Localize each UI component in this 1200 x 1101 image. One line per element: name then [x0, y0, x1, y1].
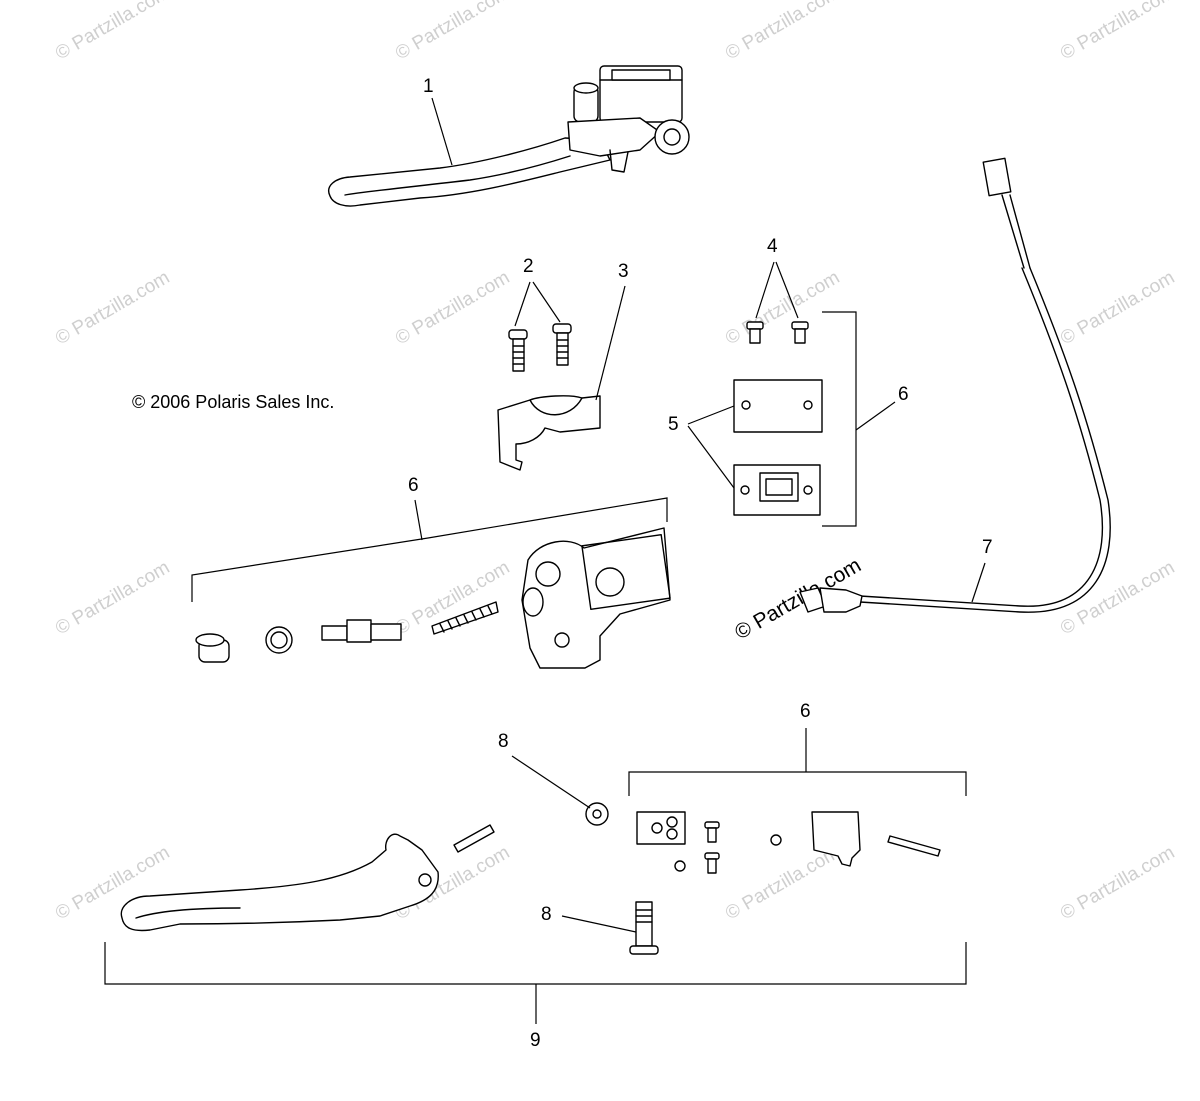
- watermark: © Partzilla.com: [392, 267, 513, 349]
- leader-line: [514, 281, 561, 327]
- leader-line: [855, 401, 896, 431]
- leader-line: [431, 97, 453, 166]
- callout-6-upper: 6: [898, 384, 909, 405]
- part-8-washer: [585, 802, 609, 826]
- watermark: © Partzilla.com: [52, 0, 173, 64]
- part-5-cover-gasket: [733, 379, 823, 516]
- leader-line: [971, 562, 986, 603]
- watermark: © Partzilla.com: [52, 267, 173, 349]
- bracket-6-middle: [191, 497, 668, 602]
- callout-5: 5: [668, 414, 679, 435]
- part-3-clamp: [497, 395, 601, 471]
- part-1-master-cylinder-lever: [328, 65, 690, 207]
- part-8-pivot-bolt: [629, 901, 659, 955]
- callout-4: 4: [767, 236, 778, 257]
- leader-line: [561, 915, 637, 933]
- callout-8-lower: 8: [541, 904, 552, 925]
- part-9-lever: [120, 824, 495, 932]
- watermark: © Partzilla.com: [52, 557, 173, 639]
- bracket-6-upper: [822, 311, 857, 527]
- bracket-9: [104, 942, 967, 985]
- part-6-kit-components: [195, 527, 671, 669]
- watermark: © Partzilla.com: [722, 0, 843, 64]
- leader-line: [511, 755, 591, 809]
- bracket-6-lower: [628, 771, 967, 796]
- leader-line: [687, 405, 735, 489]
- leader-line: [595, 285, 626, 401]
- watermark: © Partzilla.com: [1057, 267, 1178, 349]
- watermark: © Partzilla.com: [392, 0, 513, 64]
- part-4-screws: [746, 321, 809, 344]
- callout-3: 3: [618, 261, 629, 282]
- part-2-screws: [508, 323, 572, 372]
- callout-8-upper: 8: [498, 731, 509, 752]
- callout-2: 2: [523, 256, 534, 277]
- callout-6-lower: 6: [800, 701, 811, 722]
- watermark: © Partzilla.com: [1057, 557, 1178, 639]
- watermark: © Partzilla.com: [1057, 0, 1178, 64]
- watermark: © Partzilla.com: [722, 842, 843, 924]
- callout-6-middle: 6: [408, 475, 419, 496]
- leader-line: [414, 499, 423, 541]
- callout-9: 9: [530, 1030, 541, 1051]
- callout-7: 7: [982, 537, 993, 558]
- callout-1: 1: [423, 76, 434, 97]
- watermark: © Partzilla.com: [1057, 842, 1178, 924]
- part-6-lower-kit: [636, 811, 941, 874]
- part-7-switch-cable: [799, 157, 1111, 613]
- copyright-text: © 2006 Polaris Sales Inc.: [132, 392, 334, 412]
- leader-line: [755, 261, 799, 319]
